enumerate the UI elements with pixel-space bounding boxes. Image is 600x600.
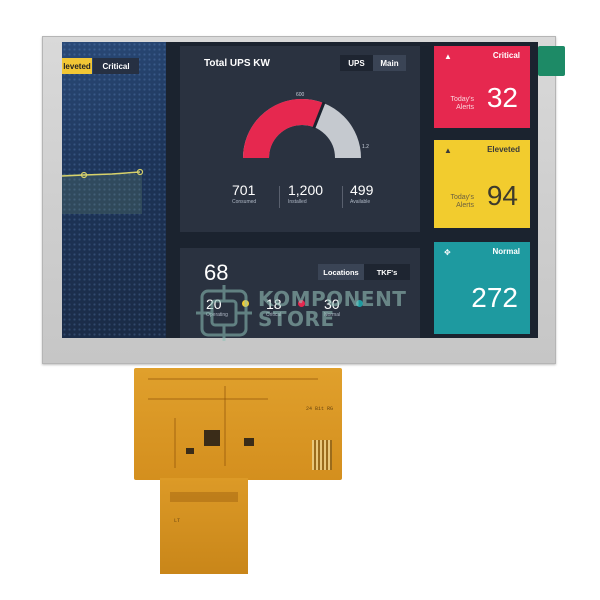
tile-value: 94 (486, 180, 518, 211)
protective-film-tab (538, 46, 565, 76)
tab-tkfs[interactable]: TKF's (376, 267, 398, 277)
status-dot (298, 300, 305, 307)
gauge-fill (243, 99, 324, 159)
locations-total: 68 (204, 260, 229, 285)
tab-ups[interactable]: UPS (348, 58, 365, 68)
satellite-icon: ✥ (444, 248, 451, 257)
world-map-panel: leveted Critical (62, 42, 166, 338)
locations-toggle: Locations TKF's (318, 264, 410, 280)
tab-locations[interactable]: Locations (318, 264, 364, 280)
tile-label: Eleveted (487, 145, 520, 154)
fpc-contact-pads (312, 440, 332, 470)
map-trend-line (62, 168, 144, 214)
tile-critical[interactable]: ▲ Critical Today's Alerts 32 (434, 46, 530, 128)
map-dot-pattern (62, 42, 166, 338)
fpc-trace (174, 418, 176, 468)
loc-stat-label: Operating (206, 312, 228, 318)
stat-consumed: 701 Consumed (232, 182, 256, 205)
ups-title: Total UPS KW (204, 58, 270, 69)
tile-value: 272 (471, 282, 518, 313)
tile-eleveted[interactable]: ▲ Eleveted Today's Alerts 94 (434, 140, 530, 228)
ups-gauge (243, 99, 361, 159)
loc-stat-label: Critical (266, 312, 282, 318)
stat-divider (342, 186, 343, 208)
stat-label: Available (350, 199, 371, 205)
watermark-line2: STORE (258, 307, 335, 331)
komponent-store-watermark: KOMPONENT STORE (196, 285, 446, 345)
ic-chip (186, 448, 194, 454)
watermark-text: KOMPONENT STORE (258, 289, 406, 329)
gauge-top-label: 600 (296, 92, 305, 98)
status-dot (356, 300, 363, 307)
stat-value: 701 (232, 182, 256, 198)
loc-stat-value: 18 (266, 296, 282, 312)
stat-divider (279, 186, 280, 208)
display-screen: leveted Critical Total UPS KW UPS Main 6… (62, 42, 538, 338)
gauge-right-label: 1.2 (362, 144, 369, 150)
loc-stat-normal: 30 Normal (324, 296, 340, 318)
flex-cable-tail: LT (160, 478, 248, 574)
fpc-trace (148, 398, 268, 400)
tab-main[interactable]: Main (373, 55, 406, 71)
tile-normal[interactable]: ✥ Normal 272 (434, 242, 530, 334)
stat-label: Consumed (232, 199, 257, 205)
fpc-print-text: LT (174, 518, 181, 524)
ic-chip (204, 430, 220, 446)
loc-stat-value: 30 (324, 296, 340, 312)
gauge-needle (312, 101, 326, 129)
locations-panel: 68 Locations TKF's 20 Operating 18 Criti… (180, 248, 420, 338)
tile-label: Normal (492, 247, 520, 256)
stat-available: 499 Available (350, 182, 373, 205)
tile-sub: Today's Alerts (450, 194, 474, 209)
stat-label: Installed (288, 199, 307, 205)
loc-stat-critical: 18 Critical (266, 296, 282, 318)
stat-value: 499 (350, 182, 374, 198)
fpc-trace (148, 378, 318, 380)
trend-point (136, 168, 144, 176)
ups-panel: Total UPS KW UPS Main 600 1.2 701 Consum… (180, 46, 420, 232)
filter-eleveted-button[interactable]: leveted (62, 58, 92, 74)
ic-chip (244, 438, 254, 446)
stat-value: 1,200 (288, 182, 324, 198)
tile-label: Critical (492, 51, 520, 60)
watermark-logo (196, 285, 252, 341)
trend-point (80, 171, 88, 179)
fpc-print-text: 24 Bit RG (306, 406, 334, 412)
fpc-trace (170, 492, 238, 502)
tile-sub: Today's Alerts (450, 96, 474, 111)
tile-value: 32 (486, 82, 518, 113)
flex-cable-board: 24 Bit RG (134, 368, 342, 480)
fpc-trace (224, 386, 226, 466)
loc-stat-label: Normal (324, 312, 341, 318)
ups-toggle: UPS Main (340, 55, 406, 71)
bell-icon: ▲ (444, 146, 452, 155)
stat-installed: 1,200 Installed (288, 182, 323, 205)
watermark-line1: KOMPONENT (258, 287, 407, 311)
bell-icon: ▲ (444, 52, 452, 61)
filter-critical-button[interactable]: Critical (93, 58, 139, 74)
